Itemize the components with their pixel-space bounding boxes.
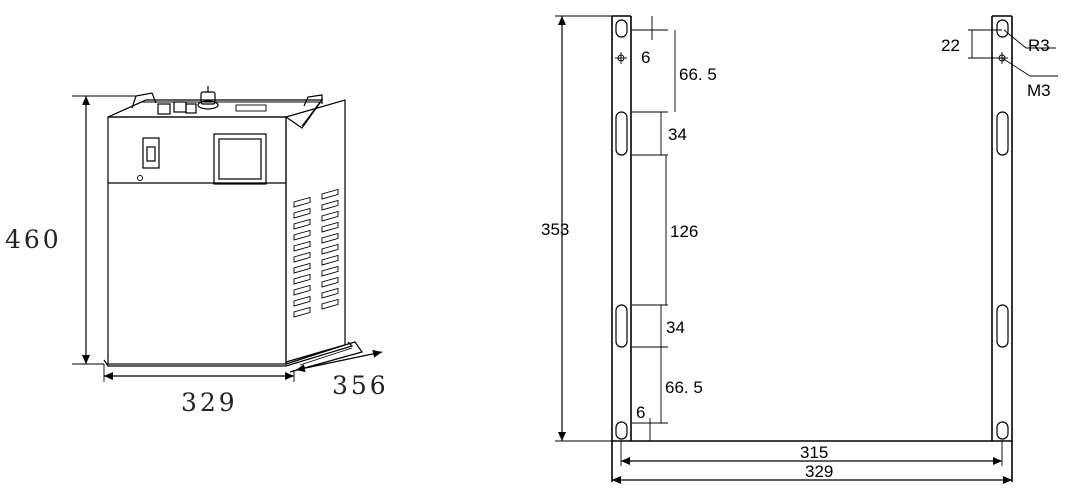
width-label: 329	[181, 388, 238, 417]
total-height-label: 353	[541, 220, 569, 239]
slot-lower-right	[996, 304, 1009, 348]
slot-bottom-left	[615, 421, 628, 440]
m3-hole-left	[615, 52, 627, 64]
vent-slot	[293, 240, 311, 252]
slot-upper-left	[615, 111, 628, 156]
mounting-plate-view	[611, 15, 1013, 482]
bottom-offset-label: 6	[636, 403, 645, 422]
dimension-inner-width: 315	[620, 441, 1003, 466]
vent-slot	[321, 210, 339, 222]
vent-slot	[293, 196, 311, 208]
vent-slot	[293, 262, 311, 274]
lower-gap-label: 66. 5	[665, 378, 703, 397]
display-window	[213, 133, 267, 185]
enclosure-isometric-view	[103, 86, 363, 373]
vent-slot	[321, 232, 339, 244]
upper-slot-label: 34	[668, 125, 687, 144]
height-label: 460	[5, 225, 62, 254]
inner-width-label: 315	[800, 443, 828, 462]
vent-slot	[321, 287, 339, 299]
middle-gap-label: 126	[670, 222, 698, 241]
vent-slot	[293, 284, 311, 296]
vent-slot	[293, 207, 311, 219]
slot-top-left	[615, 19, 628, 38]
vent-slot	[293, 306, 311, 318]
vent-slot	[321, 199, 339, 211]
vent-slot	[293, 273, 311, 285]
vent-slot	[321, 221, 339, 233]
slot-lower-left	[615, 304, 628, 348]
outer-width-label: 329	[805, 462, 833, 481]
depth-label: 356	[332, 371, 389, 400]
vent-slot	[321, 276, 339, 288]
callout-m3: M3	[1001, 57, 1058, 100]
radius-label: R3	[1028, 36, 1050, 55]
dimension-outer-width: 329	[612, 462, 1012, 484]
upper-gap-label: 66. 5	[679, 65, 717, 84]
hole-spacing-label: 22	[941, 36, 960, 55]
vent-slot	[293, 218, 311, 230]
dimension-width: 329	[103, 364, 295, 417]
breaker-switch	[142, 137, 160, 169]
vent-slot	[321, 243, 339, 255]
dimension-height: 460	[5, 95, 136, 365]
dimension-total-height: 353	[541, 15, 612, 442]
side-vents	[293, 188, 339, 318]
dimension-hole-spacing: 22	[941, 29, 1002, 59]
indicator-dot	[137, 175, 143, 181]
vent-slot	[293, 251, 311, 263]
vent-slot	[321, 188, 339, 200]
vent-slot	[321, 254, 339, 266]
thread-label: M3	[1027, 81, 1051, 100]
dimension-chain-vertical: 6 66. 5 34 126 34 66. 5 6	[632, 16, 717, 441]
slot-upper-right	[996, 111, 1009, 156]
lower-slot-label: 34	[666, 318, 685, 337]
slot-top-right	[996, 19, 1009, 38]
callout-r3: R3	[1003, 29, 1056, 55]
vent-slot	[321, 265, 339, 277]
slot-bottom-right	[996, 421, 1009, 440]
vent-slot	[321, 298, 339, 310]
dimension-depth: 356	[295, 349, 389, 400]
top-handles	[131, 86, 323, 115]
vent-slot	[293, 295, 311, 307]
top-offset-label: 6	[641, 48, 650, 67]
vent-slot	[293, 229, 311, 241]
